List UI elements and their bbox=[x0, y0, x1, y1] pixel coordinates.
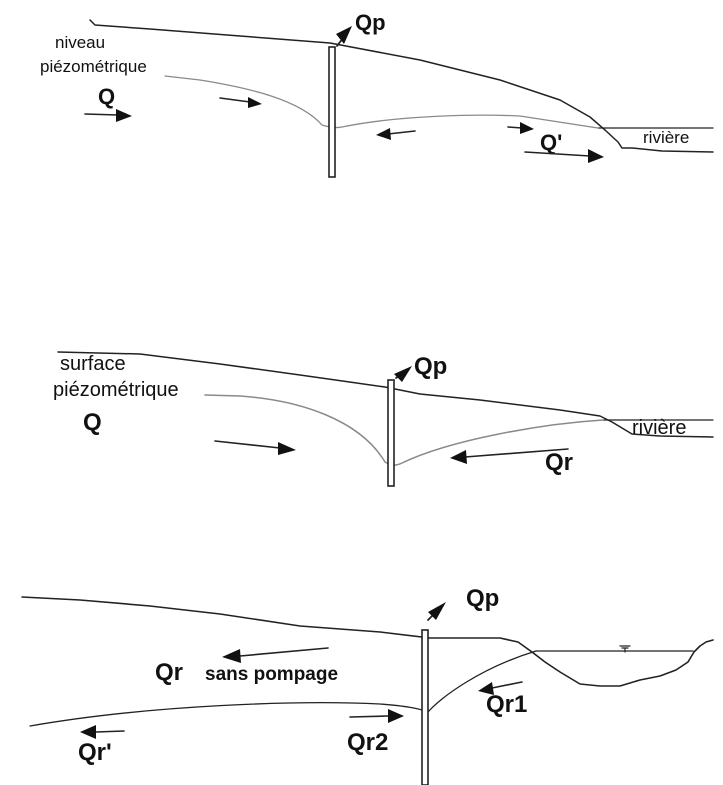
panel-3-qr-sans-pompage-arrow-icon bbox=[222, 648, 328, 663]
panel-1-well bbox=[329, 47, 335, 177]
panel-2-qp-label: Qp bbox=[414, 353, 447, 380]
panel-1-niveau-label: niveau bbox=[55, 33, 105, 52]
panel-3-qr2-label: Qr2 bbox=[347, 729, 388, 756]
panel-3-sans-pompage-label: sans pompage bbox=[205, 664, 338, 685]
panel-2-qp-arrow-icon bbox=[394, 366, 412, 382]
panel-3-qr-prime-label: Qr' bbox=[78, 739, 112, 766]
panel-1: Qp niveau piézométrique Q rivière Q' bbox=[40, 10, 713, 177]
panel-3-ground-surface bbox=[22, 597, 713, 686]
panel-1-q-prime-arrow-icon bbox=[525, 149, 604, 163]
panel-3: Qp Qr sans pompage Qr1 Qr2 Qr' bbox=[22, 585, 713, 785]
panel-1-piezometrique-label: piézométrique bbox=[40, 57, 147, 76]
panel-1-q-flow-arrow-icon bbox=[85, 109, 132, 122]
panel-1-qp-arrow-icon bbox=[336, 26, 352, 44]
panel-2-riviere-label: rivière bbox=[632, 417, 686, 439]
panel-2-q-label: Q bbox=[83, 409, 102, 436]
panel-3-qp-label: Qp bbox=[466, 585, 499, 612]
panel-1-q-label: Q bbox=[98, 84, 115, 109]
panel-3-qr-text: Qr bbox=[155, 659, 183, 686]
panel-2-qr-label: Qr bbox=[545, 449, 573, 476]
panel-1-piezometric-level bbox=[165, 76, 598, 128]
panel-2-q-flow-arrow-icon bbox=[215, 441, 296, 455]
panel-3-qr1-label: Qr1 bbox=[486, 691, 527, 718]
panel-3-qr-label: Qr bbox=[155, 659, 183, 686]
panel-1-river-to-well-arrow-icon bbox=[376, 128, 415, 140]
panel-2: Qp surface piézométrique Q rivière Qr bbox=[53, 352, 713, 486]
panel-3-drawdown-curve bbox=[30, 651, 536, 726]
panel-3-qr-prime-arrow-icon bbox=[80, 725, 124, 739]
panel-1-qp-label: Qp bbox=[355, 10, 386, 35]
panel-1-q-prime-label: Q' bbox=[540, 130, 562, 155]
panel-2-piezometric-surface bbox=[205, 395, 603, 465]
panel-3-well bbox=[422, 630, 428, 785]
panel-1-riviere-label: rivière bbox=[643, 128, 689, 147]
panel-2-surface-label: surface bbox=[60, 353, 126, 375]
panel-3-qr2-arrow-icon bbox=[350, 709, 404, 723]
panel-1-to-river-arrow-icon bbox=[508, 122, 534, 134]
panel-1-inflow-arrow-icon bbox=[220, 97, 262, 108]
panel-2-well bbox=[388, 380, 394, 486]
panel-2-piezometrique-label: piézométrique bbox=[53, 379, 179, 401]
